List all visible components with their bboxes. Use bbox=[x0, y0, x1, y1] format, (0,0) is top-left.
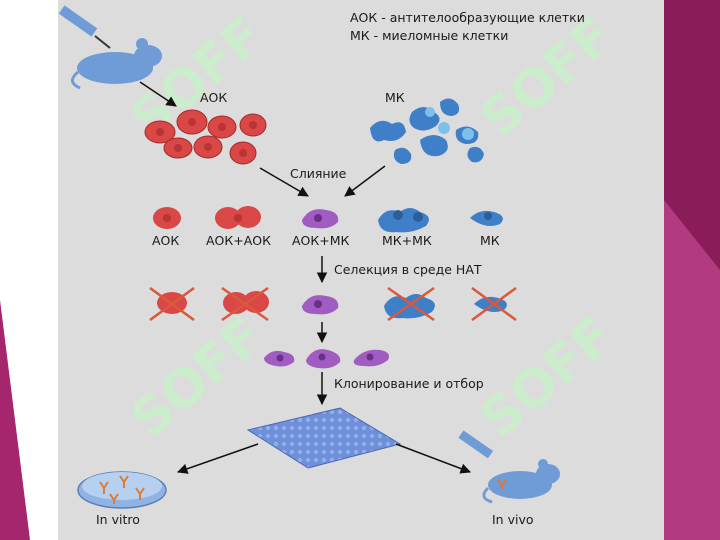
arrow-aok-to-fusion bbox=[259, 167, 309, 197]
in-vivo-label: In vivo bbox=[492, 512, 534, 527]
fusion-label: Слияние bbox=[290, 166, 347, 181]
left-frame-shape bbox=[0, 300, 30, 540]
petri-dish-icon bbox=[77, 471, 167, 509]
hybrid-nuclei bbox=[276, 353, 374, 362]
aok-group-label: АОК bbox=[200, 90, 227, 105]
aok-nuclei bbox=[156, 118, 257, 157]
legend-line-2: МК - миеломные клетки bbox=[350, 28, 509, 43]
selection-row bbox=[157, 291, 507, 319]
arrow-to-in-vivo bbox=[395, 443, 471, 474]
arrow-mouse-to-aok bbox=[139, 81, 177, 107]
right-frame-accent bbox=[664, 200, 720, 540]
fusion-products-row bbox=[153, 206, 503, 233]
mk-cells-highlights bbox=[425, 107, 474, 140]
cloning-label: Клонирование и отбор bbox=[334, 376, 484, 391]
legend-line-1: АОК - антителообразующие клетки bbox=[350, 10, 585, 25]
arrow-to-in-vitro bbox=[177, 443, 259, 474]
mouse-in-vivo-icon bbox=[458, 430, 560, 504]
product-label-aok-aok: АОК+АОК bbox=[206, 233, 271, 248]
watermark-3: SOFF bbox=[120, 306, 276, 450]
mouse-syringe-icon bbox=[58, 5, 162, 90]
product-label-aok-mk: АОК+МК bbox=[292, 233, 350, 248]
mk-group-label: МК bbox=[385, 90, 405, 105]
arrow-mk-to-fusion bbox=[344, 165, 386, 197]
cross-marks bbox=[149, 286, 517, 322]
product-label-mk-mk: МК+МК bbox=[382, 233, 432, 248]
product-label-aok: АОК bbox=[152, 233, 179, 248]
selection-label: Селекция в среде НАТ bbox=[334, 262, 482, 277]
in-vitro-label: In vitro bbox=[96, 512, 140, 527]
watermark-4: SOFF bbox=[470, 306, 626, 450]
product-label-mk: МК bbox=[480, 233, 500, 248]
multiwell-plate bbox=[246, 407, 402, 469]
